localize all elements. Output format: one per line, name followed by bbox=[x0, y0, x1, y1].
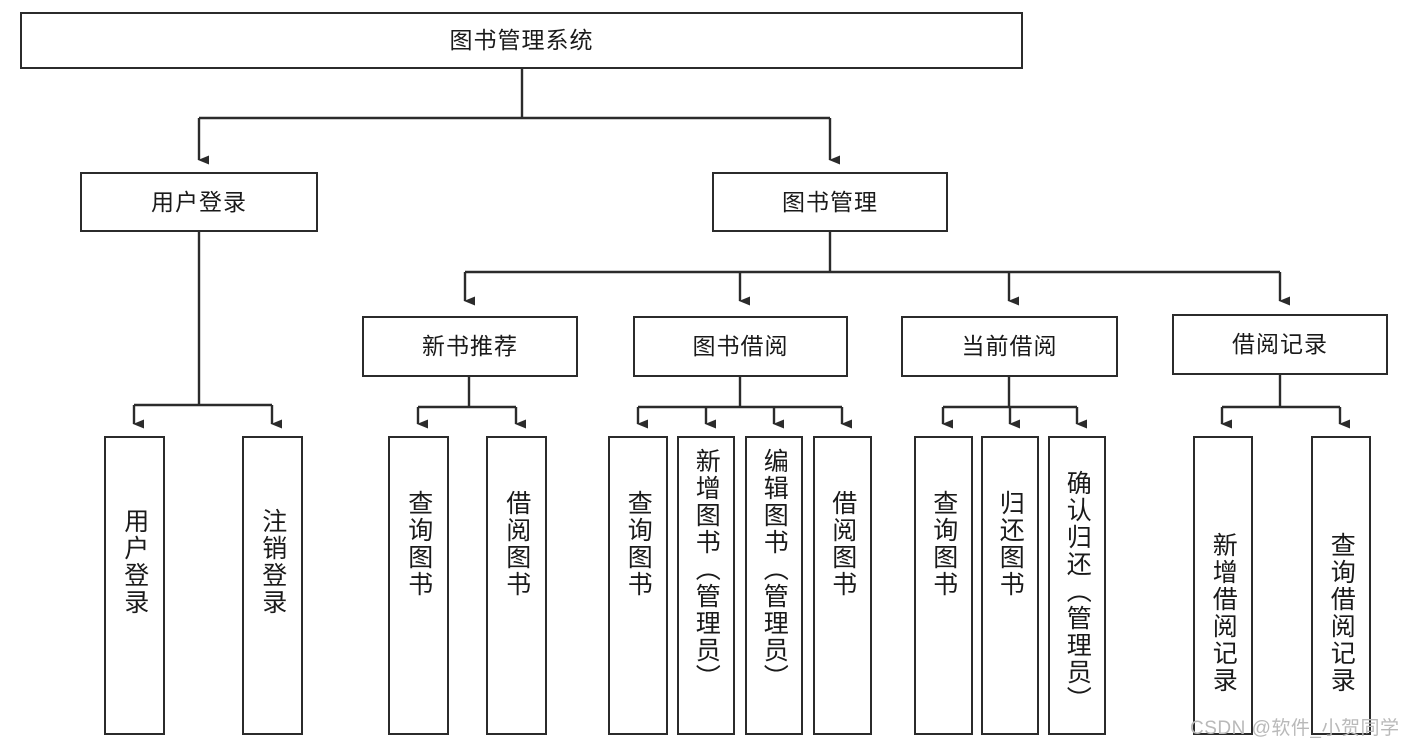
node-user-login-label: 用户登录 bbox=[151, 188, 247, 215]
node-leaf-borrow-book-borrow-label: 借阅图书 bbox=[828, 490, 857, 598]
node-user-login[interactable]: 用户登录 bbox=[80, 172, 318, 232]
node-leaf-edit-book-label: 编辑图书（管理员） bbox=[760, 448, 789, 691]
node-leaf-user-login-label: 用户登录 bbox=[120, 508, 149, 616]
node-new-book-recommend[interactable]: 新书推荐 bbox=[362, 316, 578, 377]
node-leaf-query-book-current[interactable]: 查询图书 bbox=[914, 436, 973, 735]
node-leaf-query-borrow-record-label: 查询借阅记录 bbox=[1327, 532, 1356, 694]
node-book-manage-label: 图书管理 bbox=[782, 188, 878, 215]
node-leaf-add-book[interactable]: 新增图书（管理员） bbox=[677, 436, 735, 735]
node-current-borrow[interactable]: 当前借阅 bbox=[901, 316, 1118, 377]
node-leaf-borrow-book-recommend-label: 借阅图书 bbox=[502, 490, 531, 598]
node-book-borrow[interactable]: 图书借阅 bbox=[633, 316, 848, 377]
node-leaf-borrow-book-recommend[interactable]: 借阅图书 bbox=[486, 436, 547, 735]
node-leaf-add-borrow-record[interactable]: 新增借阅记录 bbox=[1193, 436, 1253, 735]
node-root-label: 图书管理系统 bbox=[449, 27, 594, 53]
node-book-borrow-label: 图书借阅 bbox=[692, 333, 789, 359]
node-leaf-query-book-borrow[interactable]: 查询图书 bbox=[608, 436, 668, 735]
node-new-book-recommend-label: 新书推荐 bbox=[422, 333, 518, 359]
node-leaf-query-book-borrow-label: 查询图书 bbox=[624, 490, 653, 598]
node-leaf-user-logout[interactable]: 注销登录 bbox=[242, 436, 303, 735]
node-leaf-query-borrow-record[interactable]: 查询借阅记录 bbox=[1311, 436, 1371, 735]
csdn-watermark: CSDN @软件_小贺同学 bbox=[1190, 718, 1400, 739]
node-book-manage[interactable]: 图书管理 bbox=[712, 172, 948, 232]
node-leaf-return-book-label: 归还图书 bbox=[996, 490, 1025, 598]
node-leaf-user-logout-label: 注销登录 bbox=[258, 508, 287, 616]
node-leaf-confirm-return[interactable]: 确认归还（管理员） bbox=[1048, 436, 1106, 735]
node-leaf-return-book[interactable]: 归还图书 bbox=[981, 436, 1039, 735]
node-root-book-management-system[interactable]: 图书管理系统 bbox=[20, 12, 1023, 69]
node-leaf-edit-book[interactable]: 编辑图书（管理员） bbox=[745, 436, 803, 735]
node-leaf-borrow-book-borrow[interactable]: 借阅图书 bbox=[813, 436, 872, 735]
node-leaf-add-book-label: 新增图书（管理员） bbox=[692, 448, 721, 691]
node-borrow-record[interactable]: 借阅记录 bbox=[1172, 314, 1388, 375]
node-leaf-confirm-return-label: 确认归还（管理员） bbox=[1063, 470, 1092, 713]
node-current-borrow-label: 当前借阅 bbox=[961, 333, 1058, 359]
node-leaf-add-borrow-record-label: 新增借阅记录 bbox=[1209, 532, 1238, 694]
node-leaf-query-book-recommend[interactable]: 查询图书 bbox=[388, 436, 449, 735]
node-leaf-query-book-recommend-label: 查询图书 bbox=[404, 490, 433, 598]
node-leaf-query-book-current-label: 查询图书 bbox=[929, 490, 958, 598]
node-borrow-record-label: 借阅记录 bbox=[1232, 331, 1328, 357]
node-leaf-user-login[interactable]: 用户登录 bbox=[104, 436, 165, 735]
